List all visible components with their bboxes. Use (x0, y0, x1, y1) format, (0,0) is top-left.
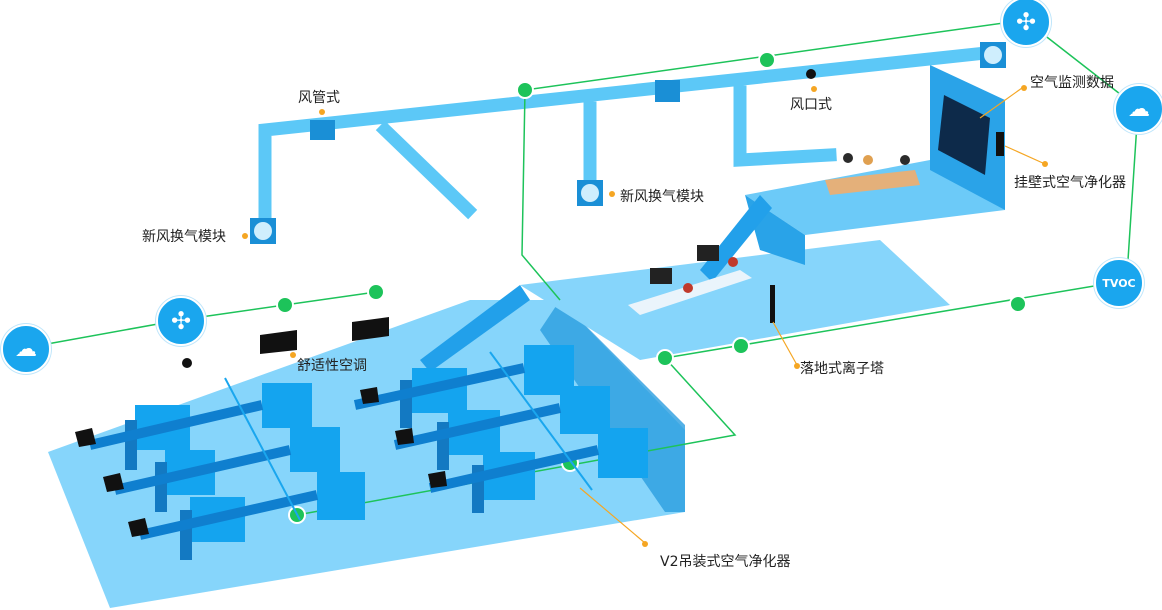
label-wall-purifier: 挂壁式空气净化器 (1014, 175, 1126, 191)
fan-node[interactable]: ✣ (1001, 0, 1051, 47)
top-vent-unit (980, 42, 1006, 68)
fan-icon: ✣ (1015, 8, 1037, 36)
label-vent-type: 风口式 (790, 97, 832, 113)
meeting-platform (745, 160, 1005, 235)
duct-damper-left (310, 120, 335, 140)
label-air-monitoring-data: 空气监测数据 (1030, 75, 1114, 91)
wall-purifier-device (996, 132, 1004, 156)
fan-icon: ✣ (170, 307, 192, 335)
label-duct-type: 风管式 (298, 90, 340, 106)
leader-lines (579, 87, 1046, 544)
comfort-ac-units (260, 317, 389, 354)
equipment-blocks (75, 345, 648, 560)
cloud-node-right[interactable]: ☁ (1114, 84, 1162, 134)
fan-node-left[interactable]: ✣ (156, 296, 206, 346)
label-floor-ion-tower: 落地式离子塔 (800, 361, 884, 377)
label-v2-ceiling-purifier: V2吊装式空气净化器 (660, 554, 791, 570)
ion-tower (770, 285, 775, 323)
cloud-icon: ☁ (15, 336, 37, 362)
upper-floor (520, 240, 950, 360)
air-ducts (258, 44, 1003, 227)
label-fresh-air-module-left: 新风换气模块 (142, 229, 226, 245)
fresh-air-module-left-unit (250, 218, 276, 244)
label-comfort-ac: 舒适性空调 (297, 358, 367, 374)
cloud-node-left[interactable]: ☁ (1, 324, 51, 374)
tvoc-node[interactable]: TVOC (1094, 258, 1144, 308)
lower-floor-wall (540, 300, 685, 512)
tvoc-label: TVOC (1102, 276, 1136, 290)
workstations (628, 153, 920, 315)
sensor-dot (182, 358, 192, 368)
label-dots (242, 85, 1048, 547)
fresh-air-module-mid-unit (577, 180, 603, 206)
cloud-icon: ☁ (1128, 96, 1150, 122)
sensor-dot (806, 69, 816, 79)
duct-damper-mid (655, 80, 680, 102)
monitor-screen (938, 95, 990, 175)
label-fresh-air-module-mid: 新风换气模块 (620, 189, 704, 205)
